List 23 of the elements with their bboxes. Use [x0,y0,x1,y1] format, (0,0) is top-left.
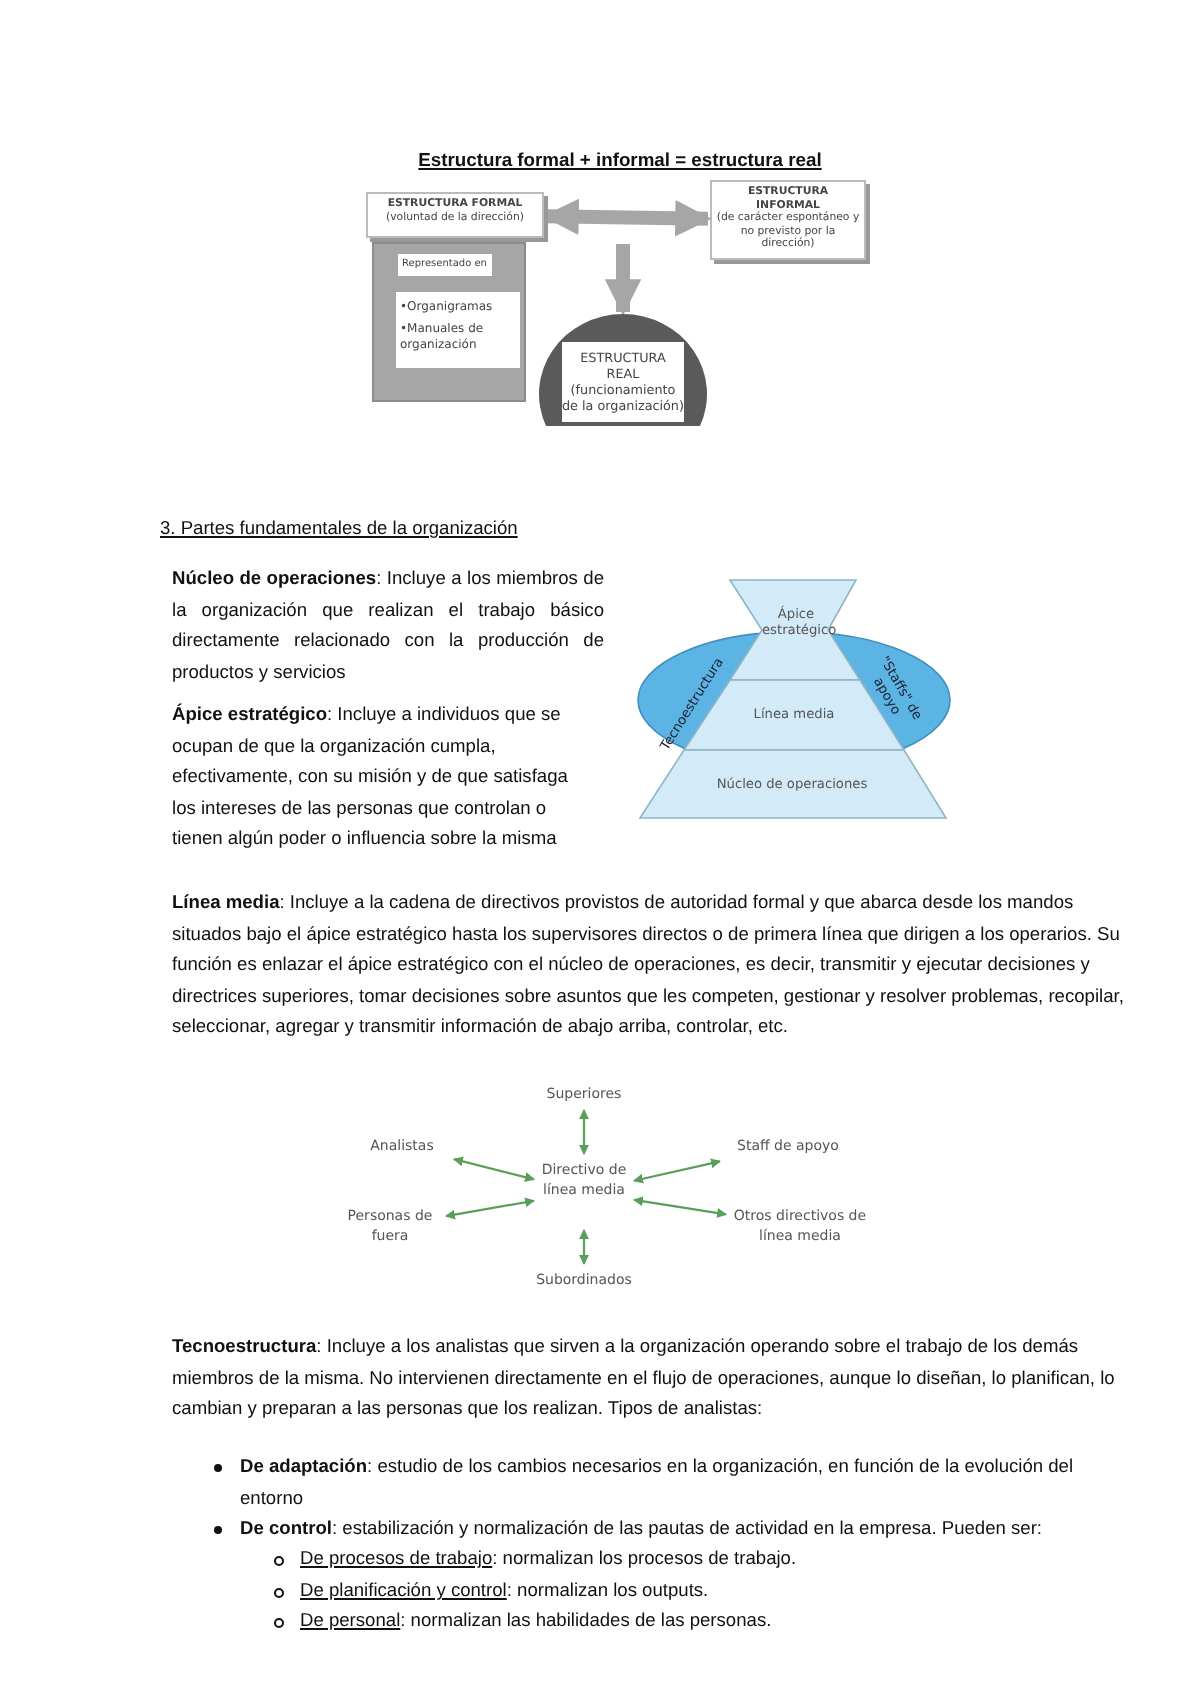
arrow [542,198,712,237]
arrow [445,1197,535,1220]
panel [372,242,526,402]
list-item: De planificación y control: normalizan los outputs. [268,1576,1148,1608]
section-heading: 3. Partes fundamentales de la organización [160,516,520,542]
info-box [366,192,544,238]
arrow [604,244,642,316]
paragraph: Tecnoestructura: Incluye a los analistas que sirven a la organización operando sobre el trabajo de los demás miembros de la misma. No intervienen directamente en el flujo de operaciones, aunque lo diseñan, lo planifican, lo cambian y preparan a las personas que los realizan. Tipos de analistas: [172,1334,1117,1423]
text-box [396,292,520,368]
arrow [579,1229,589,1265]
arrow [633,1158,721,1184]
paragraph: Ápice estratégico: Incluye a individuos que se ocupan de que la organización cumpla, efectivamente, con su misión y de que satisfaga los intereses de las personas que controlan o tienen algún poder o influencia sobre la misma [172,701,570,853]
arrow [579,1109,589,1155]
figure-title: Estructura formal + informal = estructura real [416,146,824,174]
list-item: De control: estabilización y normalización de las pautas de actividad en la empresa. Pueden ser: [208,1514,1168,1546]
paragraph: Núcleo de operaciones: Incluye a los miembros de la organización que realizan el trabajo básico directamente relacionado con la producción de productos y servicios [172,566,604,686]
list-item: De personal: normalizan las habilidades de las personas. [268,1606,1148,1638]
paragraph: Línea media: Incluye a la cadena de directivos provistos de autoridad formal y que abarca desde los mandos situados bajo el ápice estratégico hasta los supervisores directos o de primera línea que dirigen a los operarios. Su función es enlazar el ápice estratégico con el núcleo de operaciones, es decir, transmitir y ejecutar decisiones y directrices superiores, tomar decisiones sobre asuntos que les competen, gestionar y resolver problemas, recopilar, seleccionar, agregar y transmitir información de abajo arriba, controlar, etc. [172,890,1126,1041]
info-box [710,180,866,260]
list-item: De procesos de trabajo: normalizan los procesos de trabajo. [268,1544,1148,1576]
arrow [633,1196,727,1218]
arrow [453,1156,535,1182]
list-item: De adaptación: estudio de los cambios necesarios en la organización, en función de la evolución del entorno [208,1452,1128,1515]
